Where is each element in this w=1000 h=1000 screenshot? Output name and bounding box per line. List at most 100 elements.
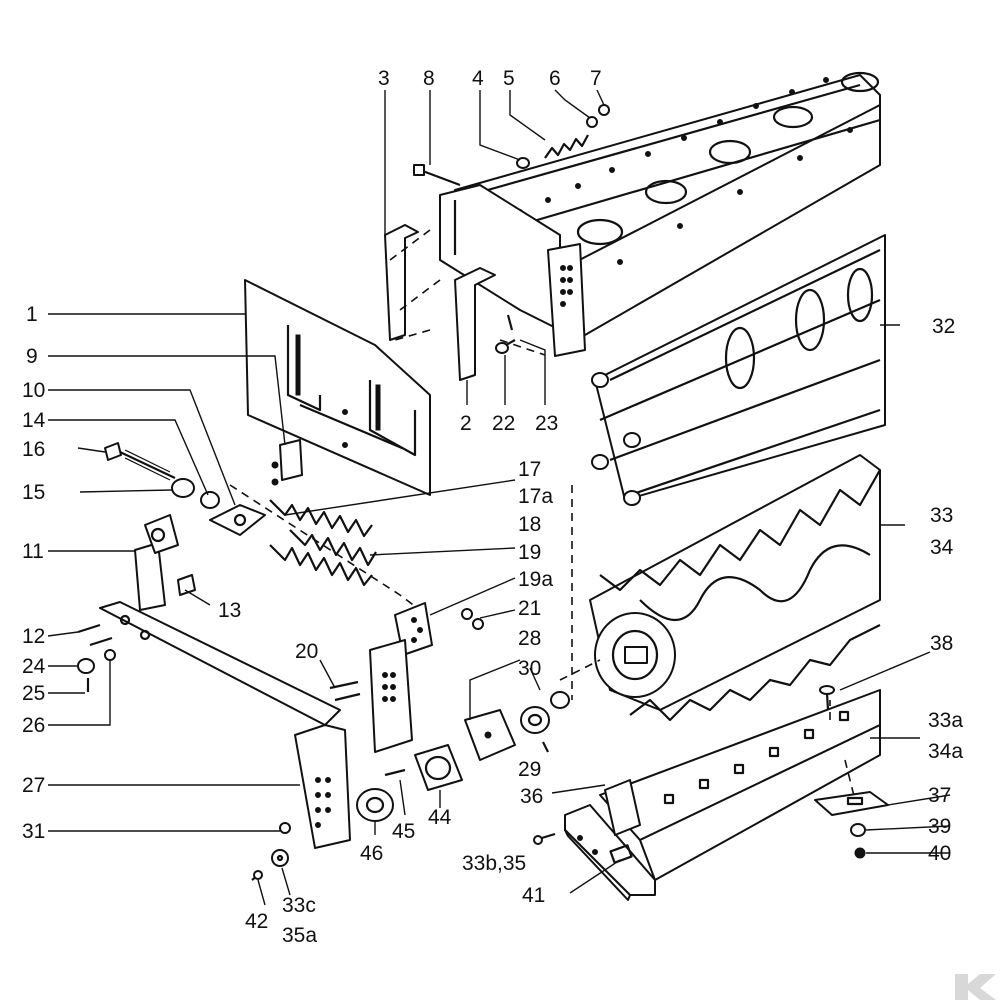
pin-45 <box>384 768 406 777</box>
clip-13 <box>177 574 196 596</box>
label-12: 12 <box>22 625 45 648</box>
k-logo-icon <box>955 974 996 1000</box>
springs-17-18 <box>229 484 421 611</box>
spring-bracket-10 <box>209 504 266 536</box>
pin-29 <box>542 741 549 753</box>
label-45: 45 <box>392 820 415 843</box>
leader-lines <box>47 89 951 906</box>
bracket-9 <box>271 439 303 486</box>
bushing-15 <box>171 478 195 498</box>
label-33a: 33a <box>928 709 963 732</box>
scraper-bar-33a <box>599 689 881 881</box>
bolts-12 <box>77 623 113 647</box>
label-17: 17 <box>518 458 541 481</box>
label-10: 10 <box>22 379 45 402</box>
washer-33c <box>271 849 289 867</box>
frame-beam <box>454 71 881 336</box>
roller-32 <box>591 234 886 506</box>
spring-5 <box>544 134 589 159</box>
label-25: 25 <box>22 682 45 705</box>
washer-39 <box>850 823 866 837</box>
label-36: 36 <box>520 785 543 808</box>
label-4: 4 <box>472 67 484 90</box>
label-17a: 17a <box>518 485 553 508</box>
side-plate-1 <box>244 279 431 496</box>
label-15: 15 <box>22 481 45 504</box>
label-33b-35: 33b,35 <box>462 852 526 875</box>
bolt-33b <box>533 832 556 845</box>
bearing-30 <box>520 691 570 734</box>
bolt-31 <box>279 822 291 834</box>
axle-lines <box>389 229 601 700</box>
label-24: 24 <box>22 655 46 678</box>
label-22: 22 <box>492 412 515 435</box>
bearing-cover-28 <box>464 709 516 761</box>
bracket-20 <box>329 639 413 753</box>
bushing-14 <box>200 491 220 509</box>
side-bracket <box>439 184 586 357</box>
label-33: 33 <box>930 504 953 527</box>
washer-6 <box>586 116 598 128</box>
adjuster-arm-2 <box>454 267 496 381</box>
label-3: 3 <box>378 67 390 90</box>
arm-27 <box>99 601 351 849</box>
nut-24 <box>77 658 95 674</box>
label-21: 21 <box>518 597 541 620</box>
label-27: 27 <box>22 774 45 797</box>
label-8: 8 <box>423 67 435 90</box>
label-34: 34 <box>930 536 954 559</box>
label-41: 41 <box>522 884 545 907</box>
label-29: 29 <box>518 758 541 781</box>
label-30: 30 <box>518 657 541 680</box>
label-37: 37 <box>928 784 951 807</box>
label-1: 1 <box>26 303 38 326</box>
label-23: 23 <box>535 412 558 435</box>
spiked-roller-33 <box>589 454 881 722</box>
label-6: 6 <box>549 67 561 90</box>
label-19: 19 <box>518 541 541 564</box>
label-46: 46 <box>360 842 383 865</box>
bolt-38 <box>819 685 835 711</box>
bolt-22 <box>495 314 516 354</box>
label-28: 28 <box>518 627 541 650</box>
nut-7 <box>598 104 610 116</box>
label-26: 26 <box>22 714 45 737</box>
label-5: 5 <box>503 67 515 90</box>
bolt-42 <box>251 870 263 881</box>
adjuster-arm-3 <box>384 224 419 341</box>
label-18: 18 <box>518 513 541 536</box>
bolt-8 <box>413 164 461 187</box>
bearing-housing-44 <box>414 744 463 791</box>
label-16: 16 <box>22 438 45 461</box>
label-34a: 34a <box>928 740 963 763</box>
label-20: 20 <box>295 640 318 663</box>
label-19a: 19a <box>518 568 553 591</box>
label-42: 42 <box>245 910 268 933</box>
label-11: 11 <box>22 540 44 563</box>
blade-37 <box>814 791 889 816</box>
bolt-16 <box>104 442 176 481</box>
label-35a: 35a <box>282 924 317 947</box>
label-13: 13 <box>218 599 241 622</box>
label-44: 44 <box>428 806 452 829</box>
bracket-36 <box>604 779 641 836</box>
label-40: 40 <box>928 842 951 865</box>
label-14: 14 <box>22 409 46 432</box>
label-39: 39 <box>928 815 951 838</box>
label-31: 31 <box>22 820 45 843</box>
bearing-46 <box>356 788 394 822</box>
nut-40 <box>854 847 866 859</box>
label-32: 32 <box>932 315 955 338</box>
label-33c: 33c <box>282 894 316 917</box>
end-plate-41 <box>564 804 656 901</box>
bracket-11 <box>134 514 179 611</box>
washer-26 <box>104 649 116 661</box>
label-7: 7 <box>590 67 602 90</box>
washer-4 <box>516 157 530 169</box>
callout-labels: 1 9 10 14 16 15 11 13 12 24 25 26 27 31 … <box>22 67 963 947</box>
bolts-21 <box>461 608 484 630</box>
label-38: 38 <box>930 632 953 655</box>
label-2: 2 <box>460 412 472 435</box>
